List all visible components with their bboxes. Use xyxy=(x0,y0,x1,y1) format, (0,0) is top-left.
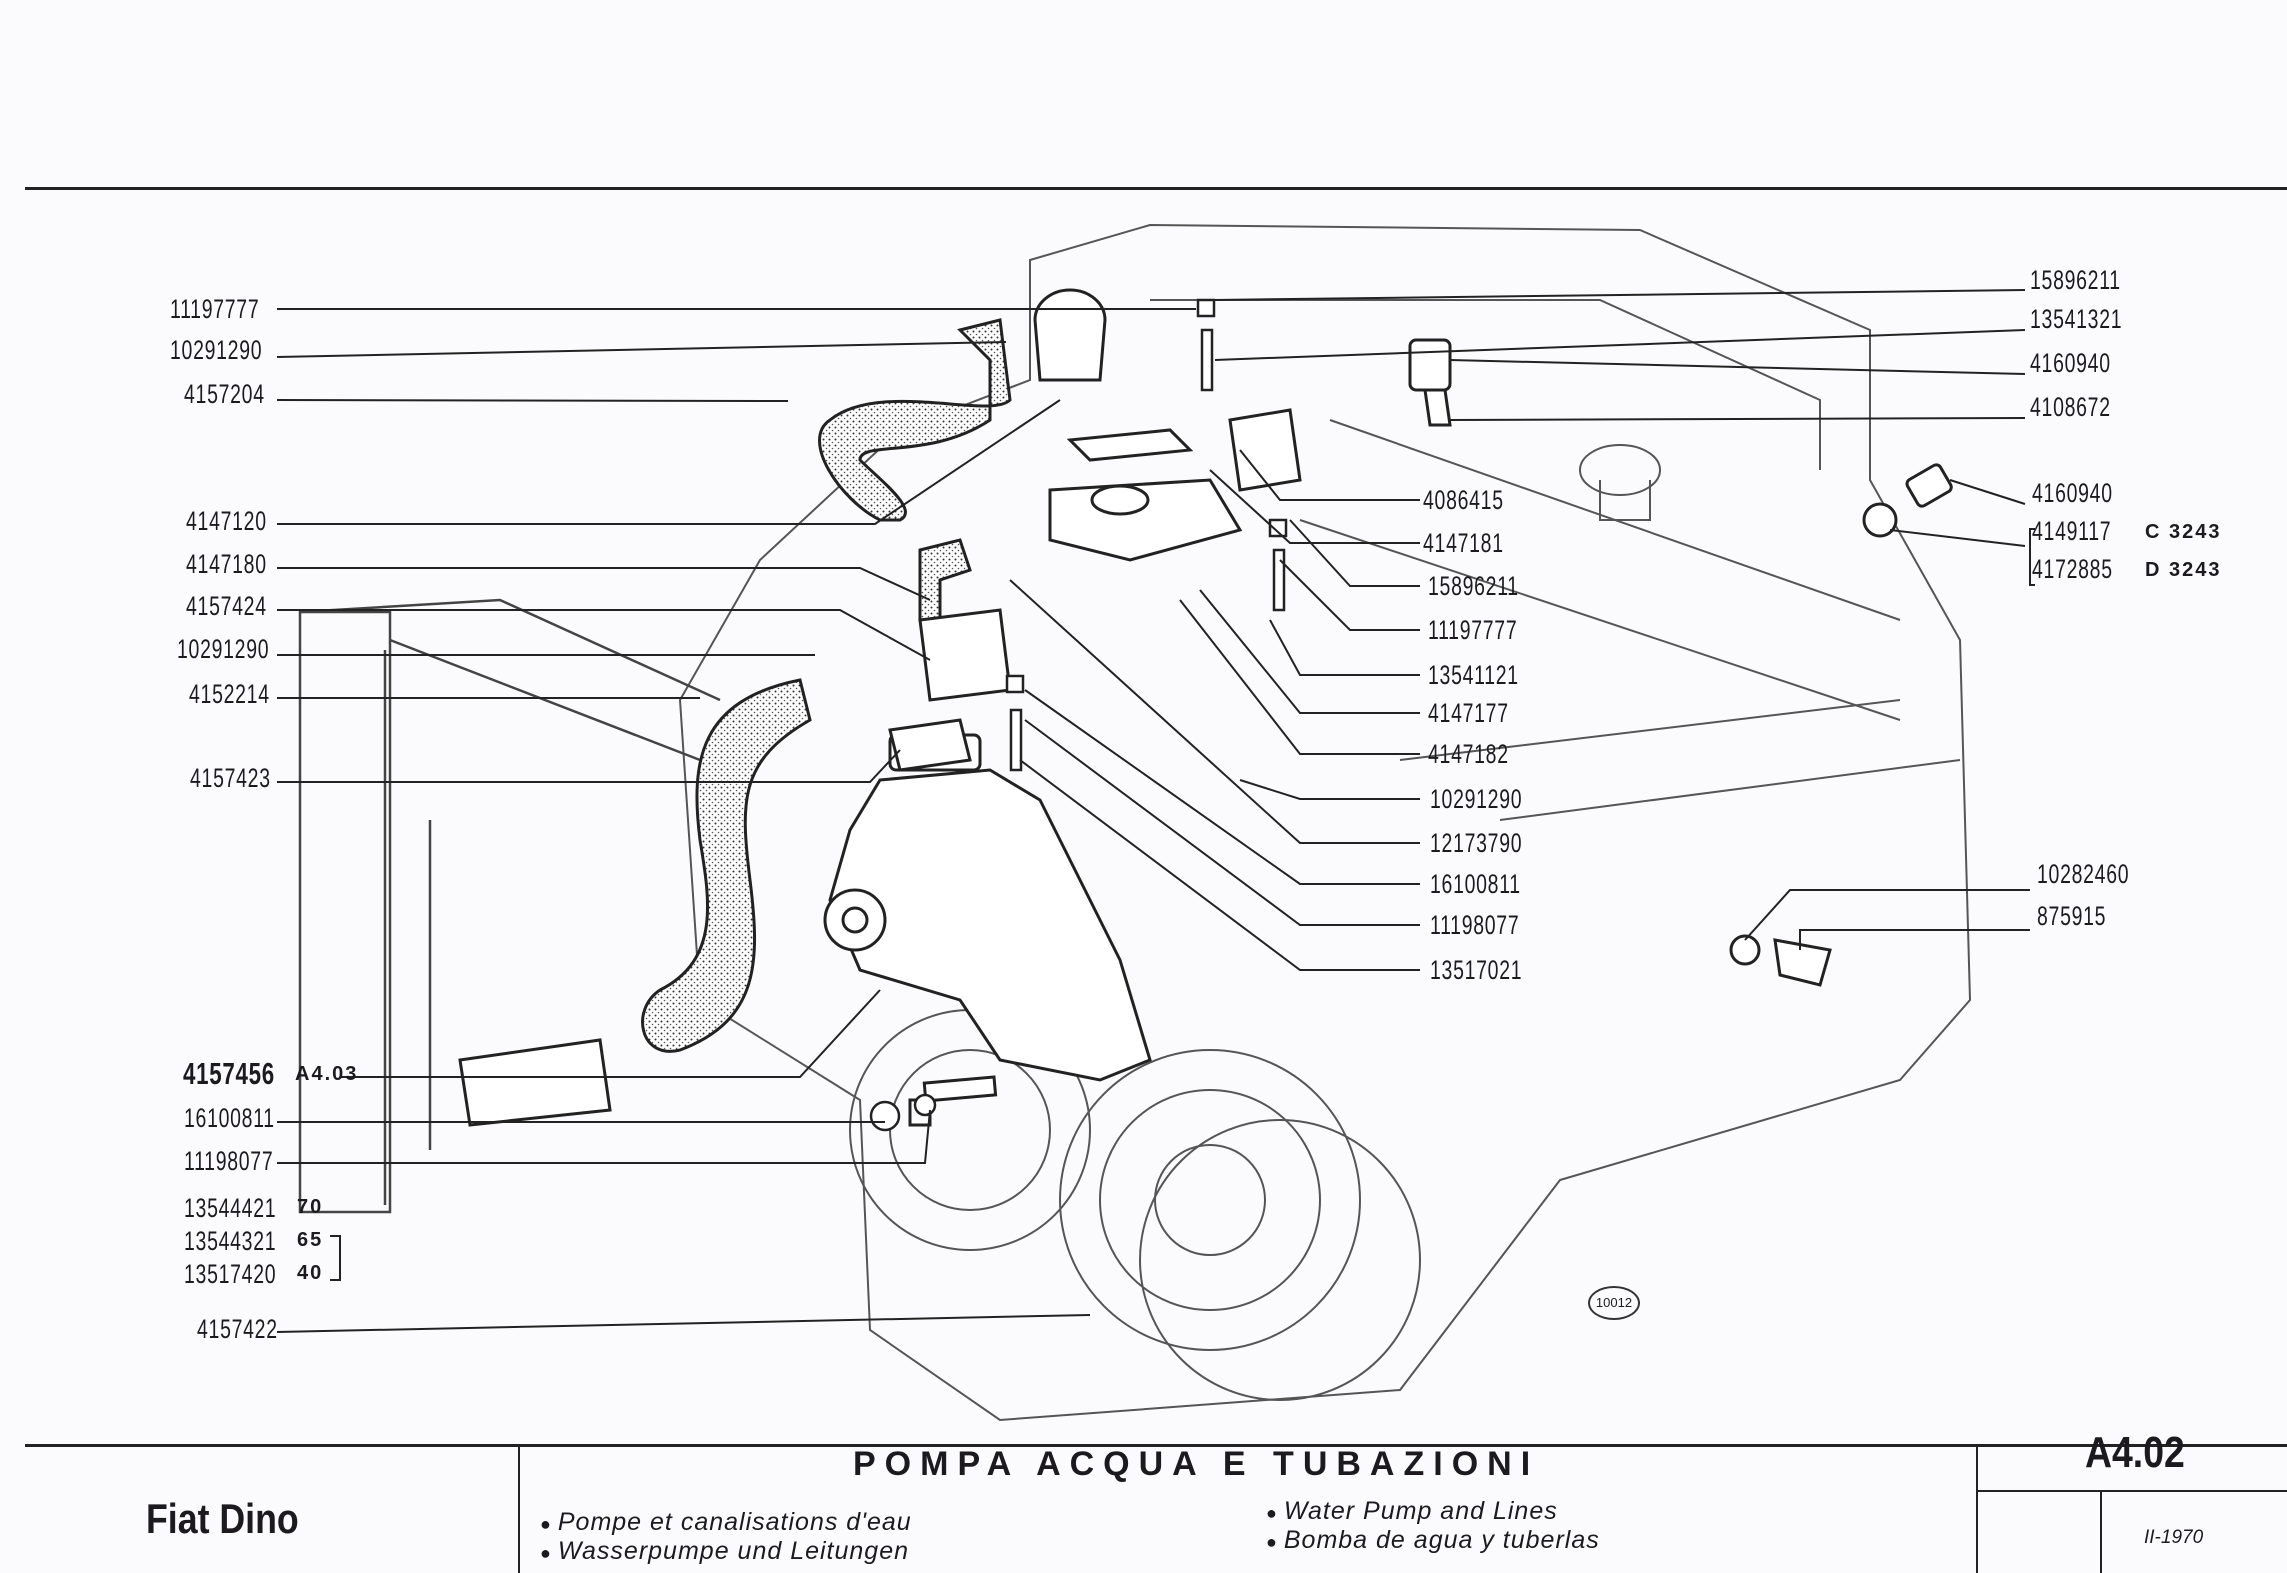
part-label: 4157422 xyxy=(197,1314,278,1344)
part-note: 70 xyxy=(297,1196,324,1218)
footer-divider-left xyxy=(518,1446,520,1573)
engine-block-outline xyxy=(678,223,1972,1422)
part-label: 4160940 xyxy=(2030,348,2111,378)
part-label: 10291290 xyxy=(1430,784,1523,814)
footer-date-divider xyxy=(2100,1492,2102,1573)
part-label: 13517420 xyxy=(184,1259,277,1289)
part-label: 16100811 xyxy=(1430,869,1521,899)
part-label: 4147177 xyxy=(1428,698,1509,728)
part-note: 65 xyxy=(297,1229,324,1251)
fasteners xyxy=(869,298,1288,1132)
part-label: 15896211 xyxy=(2030,265,2121,295)
upper-hose xyxy=(818,318,1012,522)
radiator-outline xyxy=(298,598,721,1214)
part-label: 4147181 xyxy=(1423,528,1504,558)
part-label: 15896211 xyxy=(1428,571,1519,601)
part-label: 4157424 xyxy=(186,591,267,621)
part-note: D 3243 xyxy=(2145,559,2222,581)
subtitle-english: Water Pump and Lines xyxy=(1266,1497,1558,1526)
lower-hose xyxy=(641,678,812,1053)
top-rule xyxy=(25,187,2287,190)
part-label: 13544421 xyxy=(184,1193,277,1223)
part-note: A4.03 xyxy=(295,1063,359,1085)
part-note: 40 xyxy=(297,1262,324,1284)
part-label: 12173790 xyxy=(1430,828,1523,858)
part-label: 4147180 xyxy=(186,549,267,579)
part-label: 4086415 xyxy=(1423,485,1504,515)
part-label: 11198077 xyxy=(1430,910,1520,940)
part-label: 11198077 xyxy=(184,1146,274,1176)
part-label: 10291290 xyxy=(177,634,270,664)
part-label: 4152214 xyxy=(189,679,270,709)
part-label: 4149117 xyxy=(2032,516,2112,546)
footer-code-rule xyxy=(1978,1490,2287,1492)
brand-name: Fiat Dino xyxy=(146,1495,299,1542)
part-note: C 3243 xyxy=(2145,521,2222,543)
figure-reference-badge: 10012 xyxy=(1588,1286,1640,1320)
part-label: 4108672 xyxy=(2030,392,2111,422)
subtitle-spanish: Bomba de agua y tuberlas xyxy=(1266,1526,1600,1555)
subtitle-german: Wasserpumpe und Leitungen xyxy=(540,1537,909,1566)
part-label: 13541321 xyxy=(2030,304,2123,334)
part-label: 4157456 xyxy=(183,1056,275,1091)
part-label: 4157204 xyxy=(184,379,265,409)
page-code: A4.02 xyxy=(2085,1428,2185,1477)
leader-lines xyxy=(276,289,2035,1333)
part-label: 4147182 xyxy=(1428,739,1509,769)
part-label: 13541121 xyxy=(1428,660,1519,690)
water-pump xyxy=(823,288,1953,1127)
part-label: 4147120 xyxy=(186,506,267,536)
elbow-hose xyxy=(918,538,972,622)
footer-rule xyxy=(25,1444,2287,1447)
footer-divider-right xyxy=(1976,1446,1978,1573)
part-label: 10291290 xyxy=(170,335,263,365)
part-label: 13517021 xyxy=(1430,955,1523,985)
part-label: 875915 xyxy=(2037,901,2107,931)
page-date: II-1970 xyxy=(2144,1527,2204,1548)
part-label: 4172885 xyxy=(2032,554,2113,584)
part-label: 10282460 xyxy=(2037,859,2130,889)
short-pipe xyxy=(458,1038,612,1127)
part-label: 4157423 xyxy=(190,763,271,793)
part-label: 11197777 xyxy=(170,294,260,324)
part-label: 16100811 xyxy=(184,1103,275,1133)
part-label: 11197777 xyxy=(1428,615,1518,645)
part-label: 4160940 xyxy=(2032,478,2113,508)
page-title: POMPA ACQUA E TUBAZIONI xyxy=(853,1445,1540,1483)
subtitle-french: Pompe et canalisations d'eau xyxy=(540,1508,912,1537)
hoses xyxy=(458,318,1012,1127)
part-label: 13544321 xyxy=(184,1226,277,1256)
